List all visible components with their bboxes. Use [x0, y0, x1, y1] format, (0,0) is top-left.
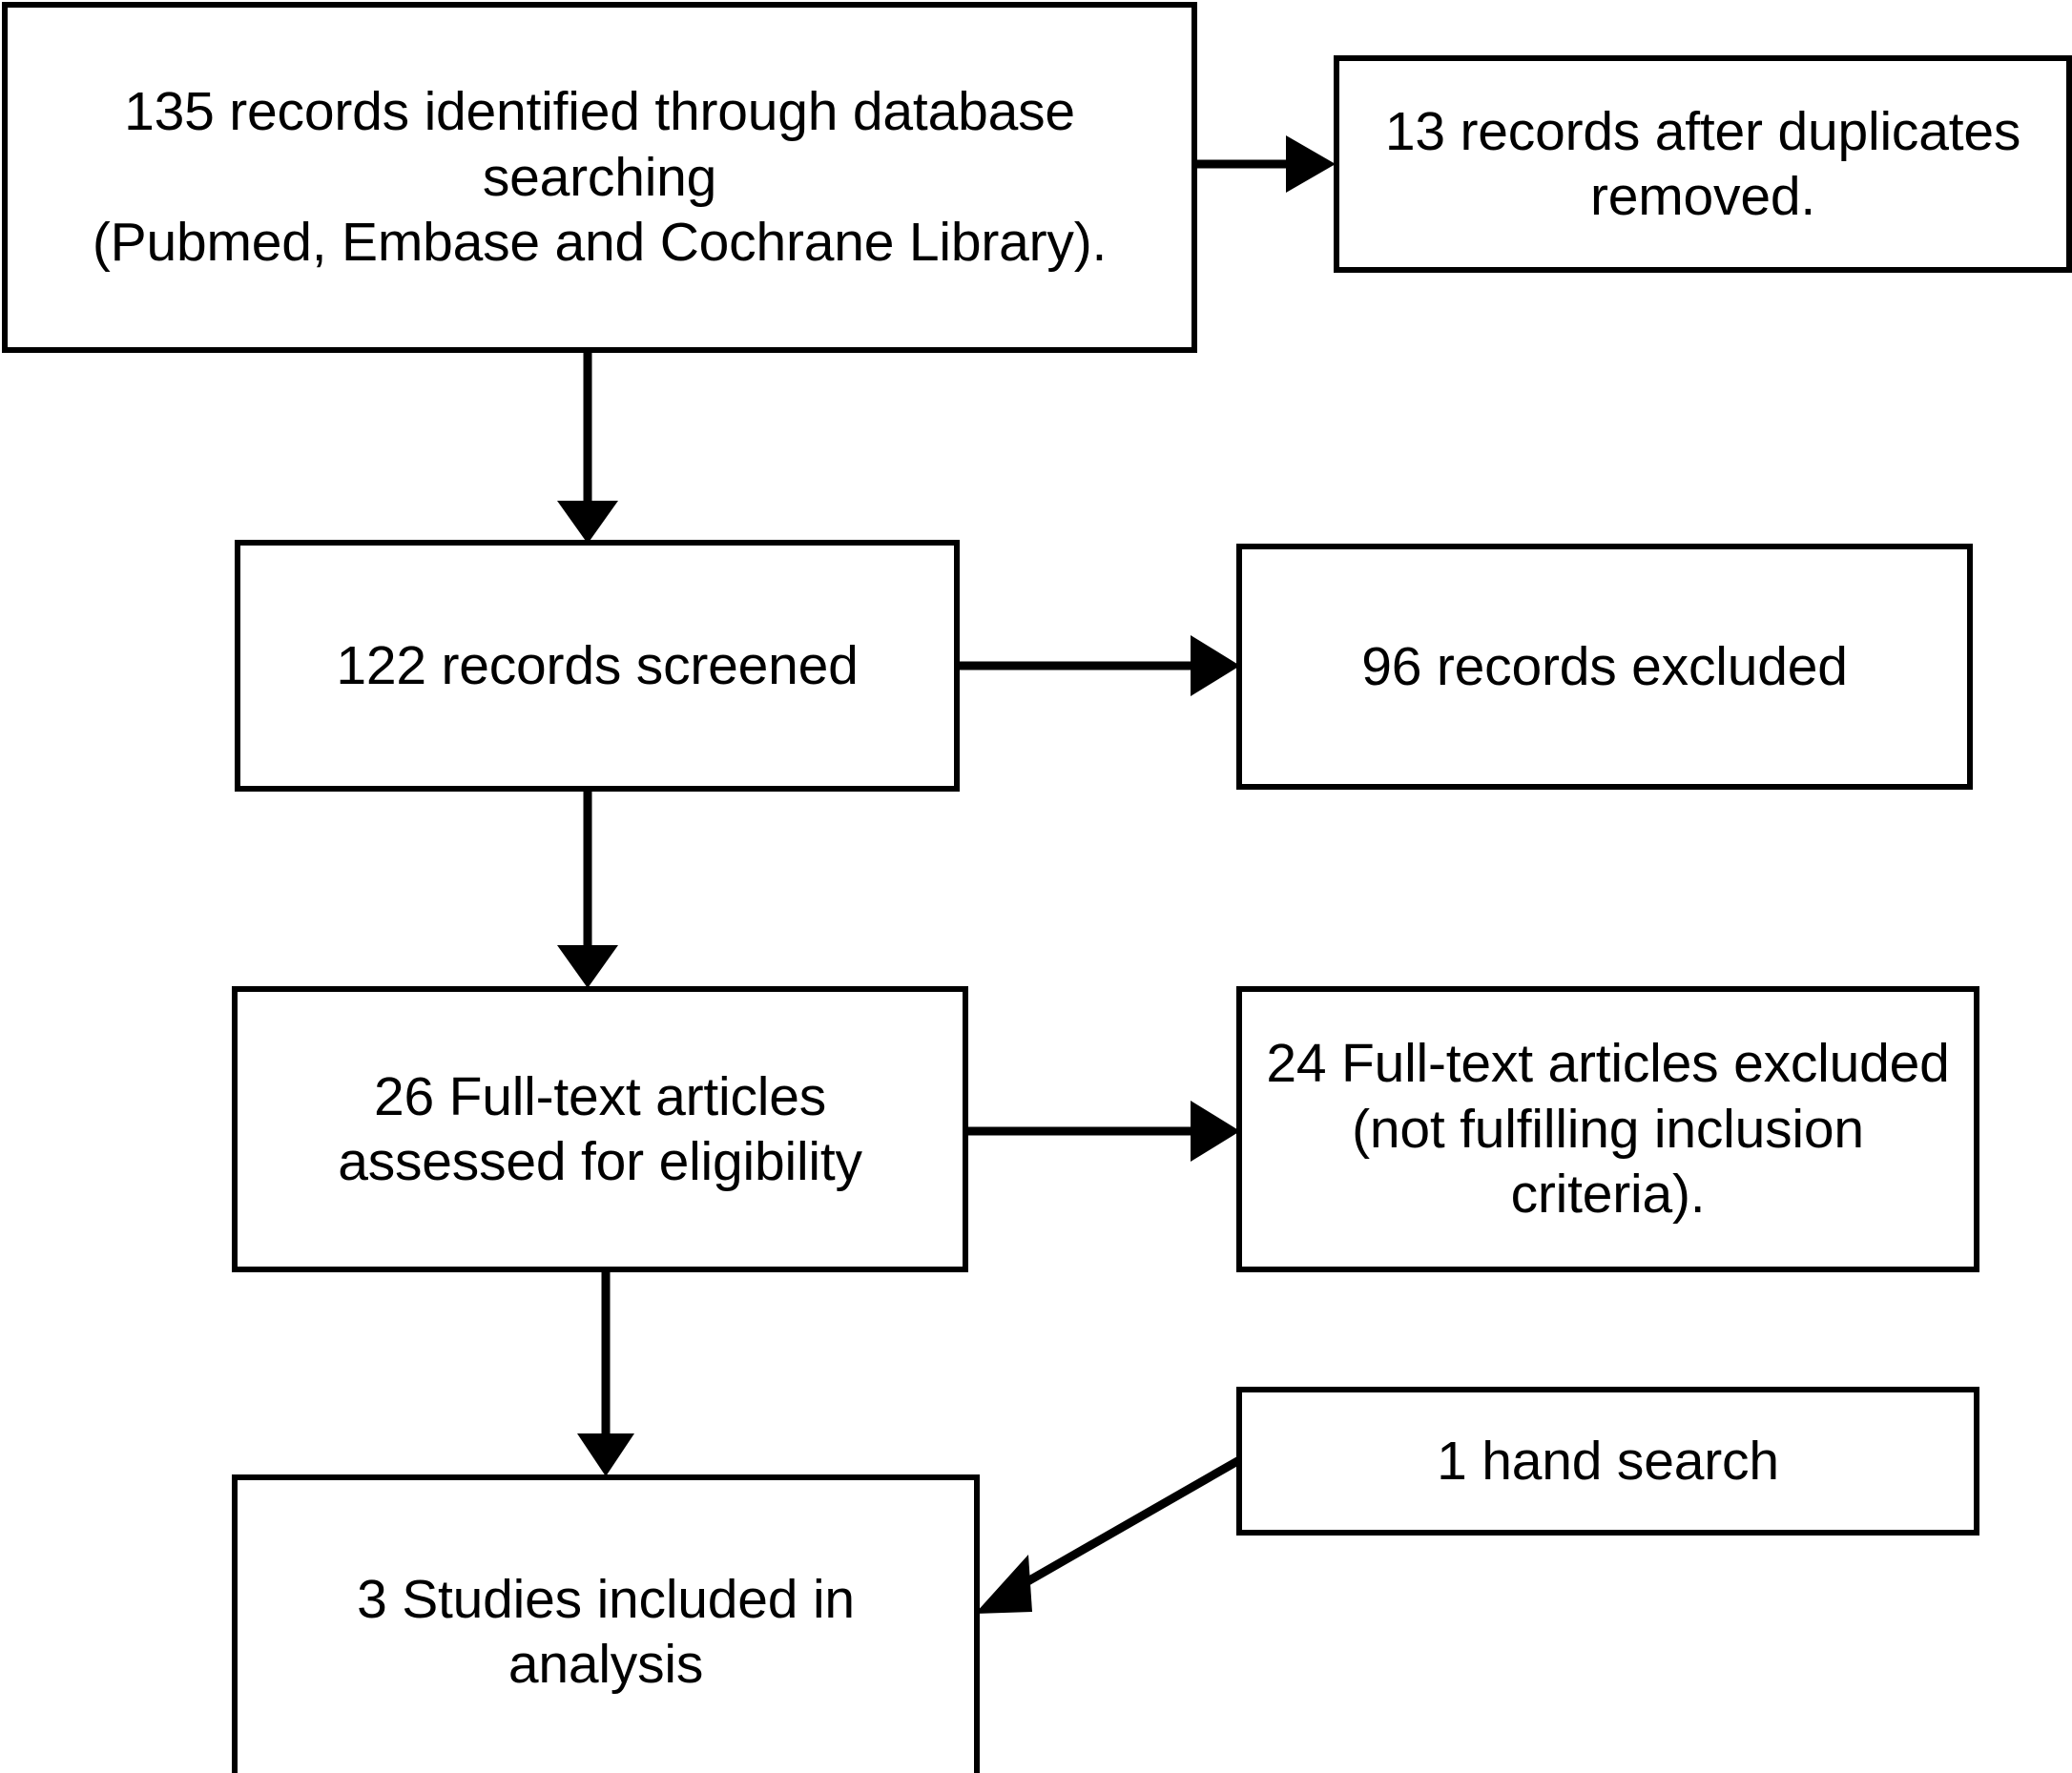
edge-handsearch-to-included: [975, 1456, 1242, 1614]
node-full-text-articles-assessed[interactable]: 26 Full-text articles assessed for eligi…: [232, 986, 968, 1272]
node-records-excluded[interactable]: 96 records excluded: [1236, 544, 1973, 790]
node-records-after-duplicates-removed[interactable]: 13 records after duplicates removed.: [1334, 55, 2072, 273]
node-studies-included-in-analysis[interactable]: 3 Studies included in analysis: [232, 1474, 980, 1773]
node-records-excluded-label: 96 records excluded: [1361, 635, 1848, 697]
edge-screened-to-excluded-records: [957, 635, 1240, 696]
node-records-identified[interactable]: 135 records identified through database …: [2, 2, 1197, 353]
node-full-text-articles-excluded[interactable]: 24 Full-text articles excluded (not fulf…: [1236, 986, 1979, 1272]
edge-identified-to-duplicates: [1191, 135, 1336, 193]
node-hand-search[interactable]: 1 hand search: [1236, 1387, 1979, 1536]
edge-fulltext-to-included: [577, 1272, 634, 1476]
node-studies-included-in-analysis-label: 3 Studies included in analysis: [357, 1568, 855, 1695]
node-records-identified-label: 135 records identified through database …: [92, 81, 1108, 274]
edge-fulltext-to-excluded: [965, 1101, 1240, 1162]
node-records-screened-label: 122 records screened: [336, 634, 859, 696]
node-records-after-duplicates-removed-label: 13 records after duplicates removed.: [1384, 100, 2021, 227]
node-full-text-articles-assessed-label: 26 Full-text articles assessed for eligi…: [338, 1065, 862, 1192]
node-hand-search-label: 1 hand search: [1437, 1430, 1779, 1492]
edge-identified-to-screened: [557, 351, 618, 544]
edge-screened-to-fulltext: [557, 790, 618, 988]
node-records-screened[interactable]: 122 records screened: [235, 540, 960, 792]
node-full-text-articles-excluded-label: 24 Full-text articles excluded (not fulf…: [1266, 1033, 1950, 1226]
